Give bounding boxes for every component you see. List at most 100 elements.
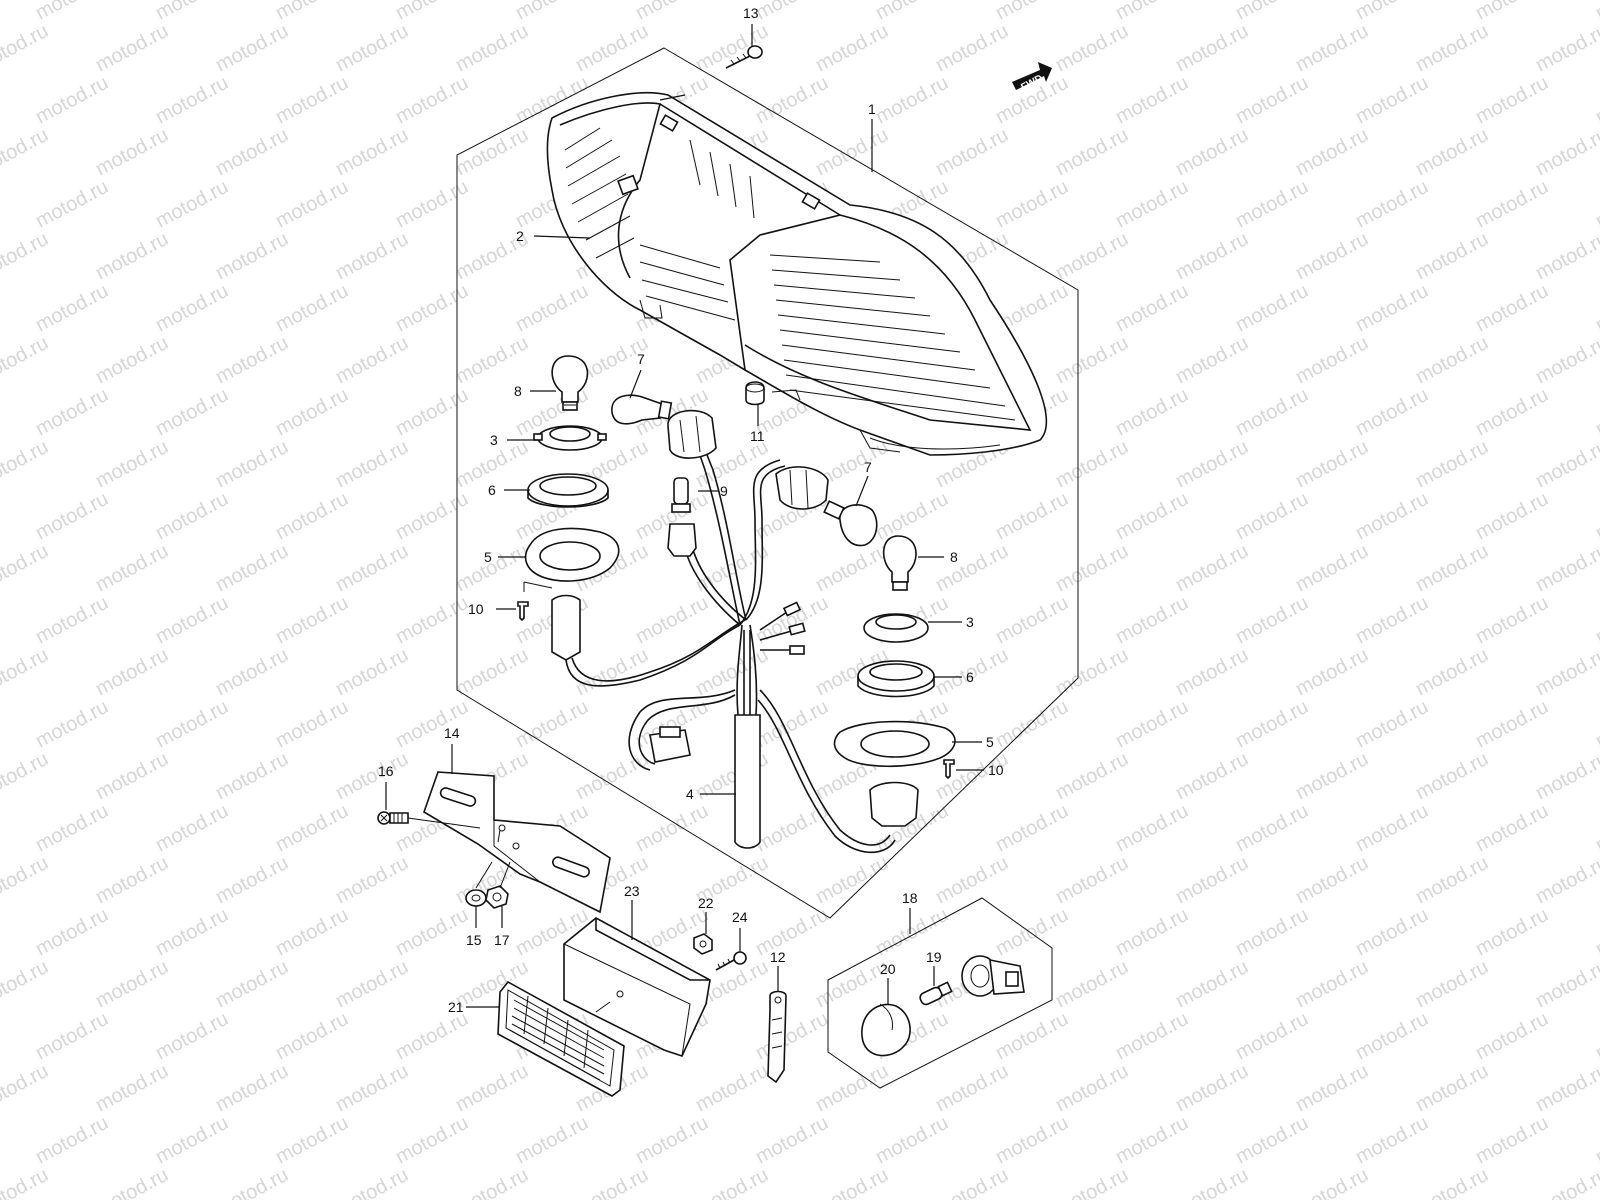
callout-7-right: 7 [864, 459, 872, 475]
watermark-text: motod.ru [32, 0, 112, 24]
watermark-text: motod.ru [932, 1060, 1012, 1116]
watermark-text: motod.ru [1172, 20, 1252, 76]
watermark-text: motod.ru [1052, 436, 1132, 492]
callout-6-right: 6 [966, 669, 974, 685]
watermark-text: motod.ru [32, 72, 112, 128]
watermark-text: motod.ru [1232, 696, 1312, 752]
watermark-text: motod.ru [152, 0, 232, 24]
callout-4: 4 [686, 786, 694, 802]
watermark-text: motod.ru [1412, 228, 1492, 284]
watermark-text: motod.ru [332, 124, 412, 180]
watermark-text: motod.ru [692, 1060, 772, 1116]
watermark-text: motod.ru [1472, 488, 1552, 544]
reflector-21 [497, 980, 625, 1097]
callout-17: 17 [494, 932, 510, 948]
watermark-text: motod.ru [152, 800, 232, 856]
watermark-text: motod.ru [152, 1112, 232, 1168]
watermark-text: motod.ru [1352, 904, 1432, 960]
watermark-text: motod.ru [1592, 1112, 1600, 1168]
watermark-text: motod.ru [1172, 228, 1252, 284]
gasket-5-left [524, 527, 620, 582]
watermark-text: motod.ru [1292, 956, 1372, 1012]
watermark-text: motod.ru [1472, 800, 1552, 856]
watermark-text: motod.ru [392, 384, 472, 440]
watermark-text: motod.ru [1352, 1112, 1432, 1168]
watermark-text: motod.ru [392, 1008, 472, 1064]
watermark-text: motod.ru [1112, 72, 1192, 128]
watermark-text: motod.ru [1472, 904, 1552, 960]
callout-6-left: 6 [488, 482, 496, 498]
watermark-text: motod.ru [392, 176, 472, 232]
watermark-text: motod.ru [1172, 540, 1252, 596]
watermark-text: motod.ru [212, 124, 292, 180]
watermark-text: motod.ru [932, 852, 1012, 908]
watermark-text: motod.ru [1292, 1060, 1372, 1116]
watermark-text: motod.ru [872, 1112, 952, 1168]
watermark-text: motod.ru [272, 384, 352, 440]
watermark-text: motod.ru [212, 332, 292, 388]
reflector-21-pattern [509, 995, 605, 1081]
lens-20 [861, 1003, 911, 1057]
grommet-11 [745, 381, 765, 406]
watermark-text: motod.ru [1112, 280, 1192, 336]
bolt-16 [377, 811, 409, 825]
watermark-text: motod.ru [1172, 852, 1252, 908]
watermark-text: motod.ru [1412, 748, 1492, 804]
watermark-text: motod.ru [1052, 228, 1132, 284]
watermark-text: motod.ru [1472, 72, 1552, 128]
watermark-text: motod.ru [872, 488, 952, 544]
watermark-text: motod.ru [0, 436, 52, 492]
watermark-text: motod.ru [0, 956, 52, 1012]
leader-2 [533, 235, 591, 239]
watermark-text: motod.ru [1232, 488, 1312, 544]
watermark-text: motod.ru [1532, 20, 1600, 76]
nut-22 [693, 933, 713, 955]
watermark-text: motod.ru [1232, 384, 1312, 440]
watermark-text: motod.ru [572, 748, 652, 804]
callout-23: 23 [624, 883, 640, 899]
watermark-text: motod.ru [1532, 1060, 1600, 1116]
watermark-text: motod.ru [152, 384, 232, 440]
watermark-text: motod.ru [1352, 1008, 1432, 1064]
watermark-text: motod.ru [1172, 332, 1252, 388]
watermark-text: motod.ru [752, 1112, 832, 1168]
watermark-text: motod.ru [0, 1164, 52, 1200]
watermark-text: motod.ru [332, 540, 412, 596]
watermark-text: motod.ru [1352, 176, 1432, 232]
watermark-text: motod.ru [1532, 228, 1600, 284]
watermark-text: motod.ru [212, 540, 292, 596]
watermark-text: motod.ru [572, 20, 652, 76]
callout-1: 1 [868, 101, 876, 117]
watermark-text: motod.ru [1292, 852, 1372, 908]
bulb-7-right [823, 500, 878, 547]
watermark-text: motod.ru [632, 1112, 712, 1168]
watermark-text: motod.ru [272, 1112, 352, 1168]
watermark-text: motod.ru [92, 436, 172, 492]
watermark-text: motod.ru [0, 644, 52, 700]
watermark-text: motod.ru [1052, 1164, 1132, 1200]
watermark-text: motod.ru [1532, 124, 1600, 180]
watermark-text: motod.ru [1052, 956, 1132, 1012]
watermark-text: motod.ru [1172, 748, 1252, 804]
watermark-text: motod.ru [1052, 332, 1132, 388]
watermark-text: motod.ru [92, 1164, 172, 1200]
watermark-text: motod.ru [1472, 1112, 1552, 1168]
watermark-text: motod.ru [1292, 436, 1372, 492]
watermark-text: motod.ru [332, 332, 412, 388]
watermark-text: motod.ru [32, 280, 112, 336]
watermark-text: motod.ru [1472, 280, 1552, 336]
watermark-text: motod.ru [272, 904, 352, 960]
watermark-text: motod.ru [1052, 124, 1132, 180]
watermark-text: motod.ru [992, 800, 1072, 856]
watermark-text: motod.ru [92, 852, 172, 908]
watermark-text: motod.ru [1472, 0, 1552, 24]
watermark-text: motod.ru [992, 1112, 1072, 1168]
watermark-text: motod.ru [1292, 228, 1372, 284]
watermark-text: motod.ru [1472, 1008, 1552, 1064]
watermark-text: motod.ru [392, 72, 472, 128]
watermark-text: motod.ru [92, 644, 172, 700]
watermark-text: motod.ru [1232, 176, 1312, 232]
bracket-14 [423, 771, 611, 914]
callout-22: 22 [698, 895, 714, 911]
